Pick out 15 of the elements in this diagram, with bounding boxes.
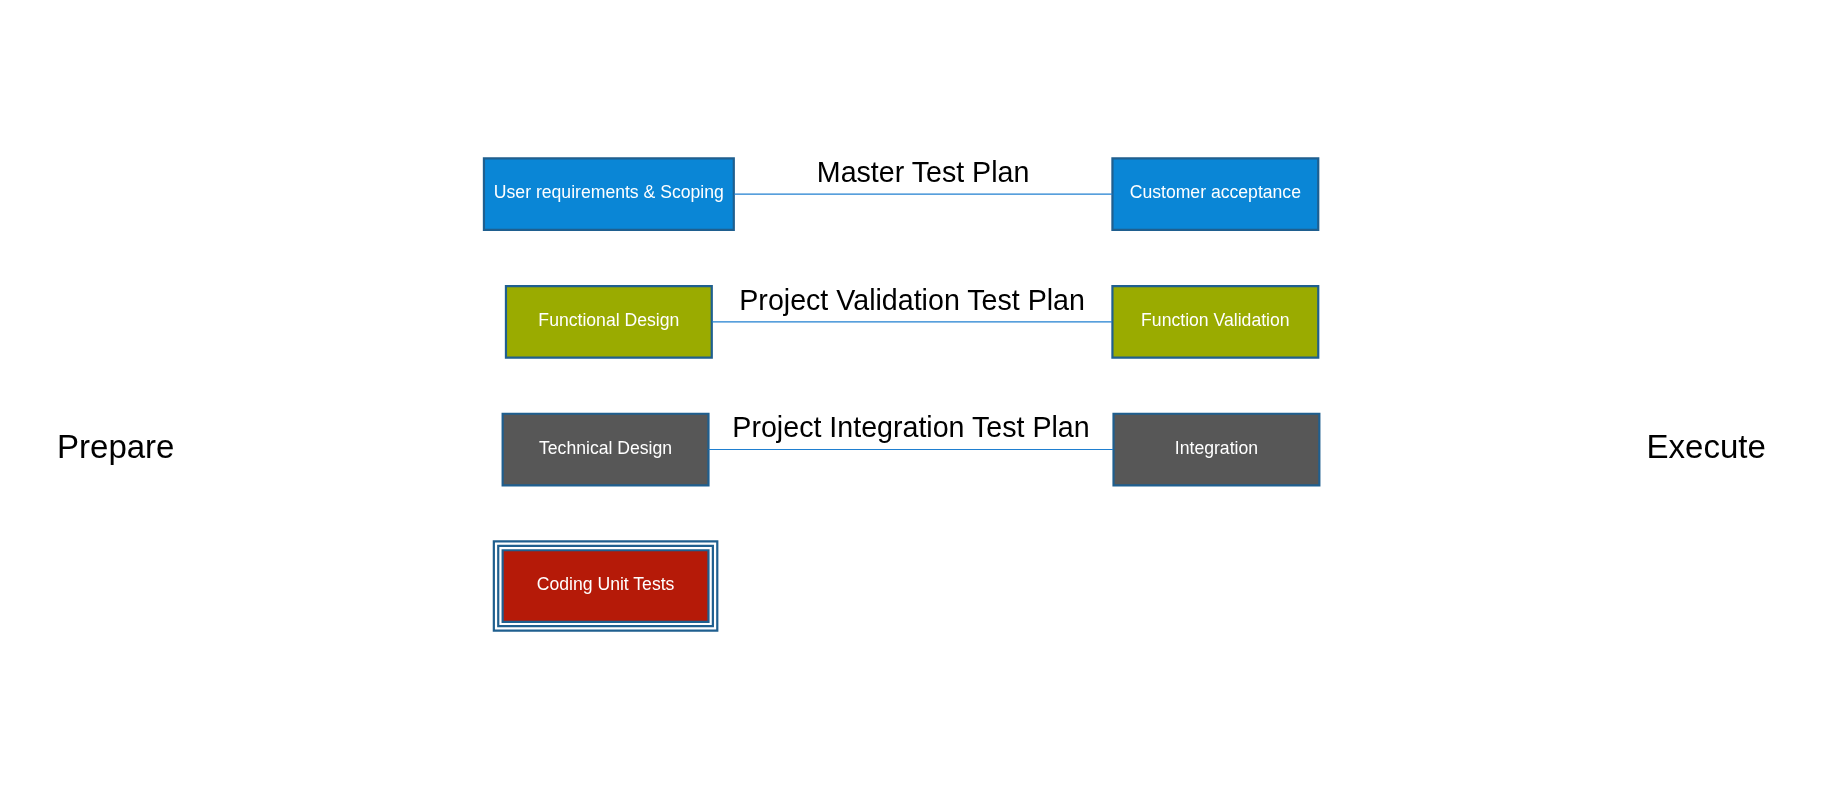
- node-box: Customer acceptance: [1111, 157, 1320, 232]
- edge-label: Master Test Plan: [816, 155, 1030, 188]
- connector: [707, 448, 1114, 451]
- node-box: Integration: [1112, 412, 1321, 487]
- edge-label: Project Validation Test Plan: [739, 283, 1085, 316]
- label: Execute: [1646, 427, 1766, 465]
- label: Prepare: [57, 427, 175, 465]
- node-box: User requirements & Scoping: [482, 157, 735, 232]
- node-box: Function Validation: [1111, 284, 1320, 359]
- connector: [733, 193, 1113, 195]
- node-box: Coding Unit Tests: [492, 540, 719, 632]
- edge-label: Project Integration Test Plan: [732, 411, 1090, 444]
- connector: [711, 321, 1113, 323]
- node-box: Technical Design: [501, 412, 710, 487]
- node-box: Functional Design: [504, 284, 713, 359]
